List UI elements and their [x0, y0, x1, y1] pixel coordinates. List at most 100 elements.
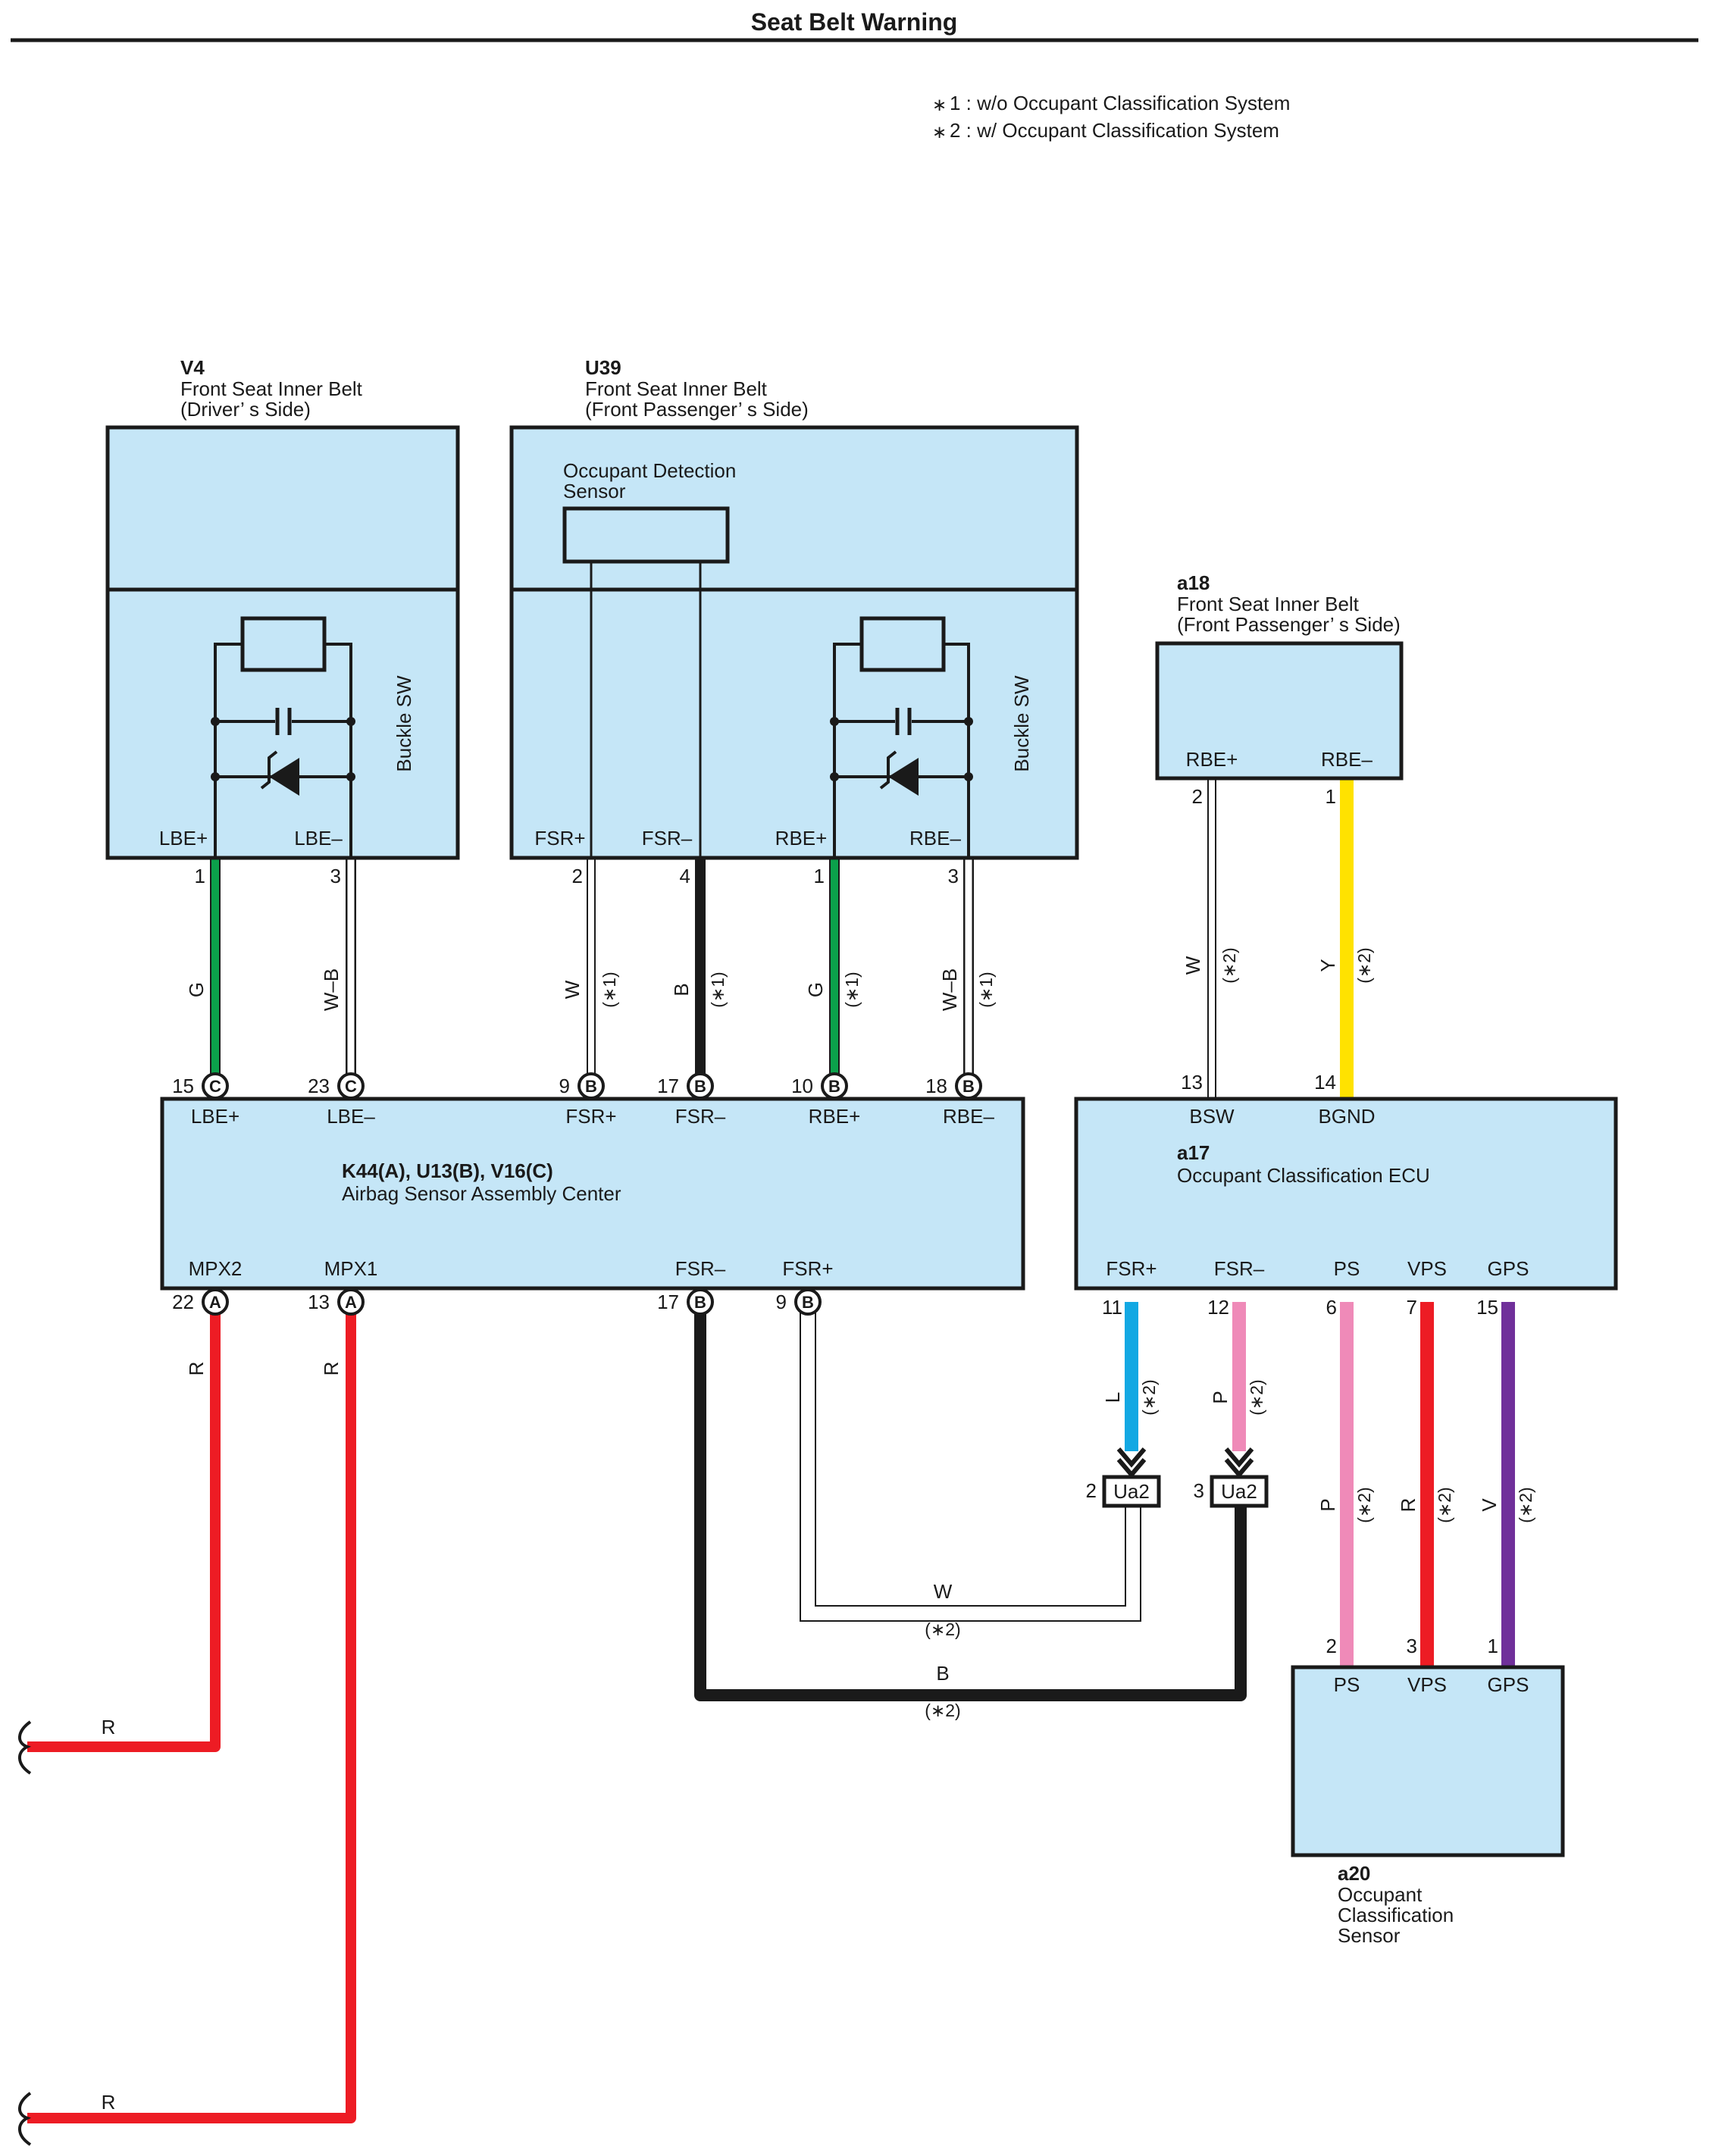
connector-pin-circle: [337, 1072, 365, 1100]
u39-id: U39: [585, 356, 621, 379]
wire-color-label: P: [1316, 1498, 1339, 1511]
u39-diode-bar: [879, 750, 897, 790]
note-asterisk-1: ∗: [932, 95, 947, 114]
wire-color-label: L: [1101, 1392, 1124, 1403]
component-pin-numbers: 1 3 2 4 1 3 2 1 13 14 11 12 6 7 15 2 3 1: [195, 785, 1498, 1657]
connector-pin-circle: [794, 1288, 822, 1316]
connector-letter: B: [802, 1293, 814, 1312]
note-2: 2 : w/ Occupant Classification System: [950, 119, 1279, 142]
a18-pin-label: RBE+: [1186, 748, 1238, 771]
airbag-top-pin-label: RBE+: [809, 1105, 861, 1128]
wire-color-label: Y: [1316, 959, 1339, 972]
u39-name-line2: (Front Passenger’ s Side): [585, 398, 809, 421]
a17-id: a17: [1177, 1141, 1210, 1164]
v4-node: [346, 772, 355, 781]
airbag-top-pin-label: RBE–: [943, 1105, 994, 1128]
connector-pin-circle: [202, 1288, 229, 1316]
wire-note: (∗2): [1435, 1487, 1454, 1522]
pin-number: 22: [172, 1291, 194, 1313]
pin-number: 4: [680, 865, 690, 887]
airbag-sensor-id: K44(A), U13(B), V16(C): [342, 1159, 553, 1182]
a17-top-pin-label: BSW: [1189, 1105, 1235, 1128]
wire-color-label: W–B: [938, 968, 961, 1011]
airbag-sensor-box: [160, 1097, 1025, 1291]
u39-buckle-sw-label: Buckle SW: [1010, 675, 1033, 772]
connector-letter: B: [694, 1293, 706, 1312]
pin-number: 2: [1086, 1479, 1097, 1502]
pin-number: 2: [572, 865, 583, 887]
airbag-top-pin-label: FSR–: [675, 1105, 726, 1128]
ua2-label: Ua2: [1113, 1480, 1150, 1503]
v4-buckle-switch-circuit: [211, 616, 355, 856]
pin-number: 3: [330, 865, 341, 887]
v4-diode-bar: [260, 750, 278, 790]
connector-letter: B: [828, 1077, 840, 1096]
u39-name-line1: Front Seat Inner Belt: [585, 377, 768, 400]
airbag-top-pin-label: FSR+: [565, 1105, 616, 1128]
wire-note: (∗2): [925, 1701, 960, 1720]
v4-id: V4: [180, 356, 205, 379]
pin-number: 2: [1326, 1635, 1337, 1657]
wire-note: (∗1): [599, 972, 619, 1007]
wire-note: (∗2): [1139, 1379, 1159, 1415]
connector-letter: C: [345, 1077, 357, 1096]
wire-airbag-fsr-plus-w: [801, 1302, 1140, 1620]
wire-color-label: R: [102, 1716, 116, 1738]
pin-number: 3: [948, 865, 959, 887]
wire-color-label: R: [185, 1362, 208, 1376]
airbag-top-connectors: 15 C 23 C 9 B 17 B 10 B 18 B: [172, 1072, 982, 1100]
v4-resistor: [240, 616, 327, 672]
u39-node: [964, 772, 973, 781]
wire-color-label: R: [102, 2091, 116, 2114]
ua2-chevron-icon: [1224, 1458, 1254, 1479]
a17-bottom-pin-label: VPS: [1407, 1257, 1447, 1280]
pin-number: 1: [814, 865, 825, 887]
a20-name-line1: Occupant: [1338, 1883, 1423, 1906]
a17-bottom-pin-label: FSR+: [1106, 1257, 1157, 1280]
component-airbag-sensor: LBE+ LBE– FSR+ FSR– RBE+ RBE– K44(A), U1…: [160, 1097, 1025, 1291]
a20-pin-label: GPS: [1488, 1673, 1529, 1696]
v4-diode-triangle: [269, 758, 299, 796]
u39-sensor-label-line2: Sensor: [563, 480, 626, 502]
pin-number: 13: [1181, 1071, 1203, 1094]
wire-color-label: W: [561, 980, 584, 999]
pin-number: 10: [791, 1075, 813, 1097]
a20-name-line3: Sensor: [1338, 1924, 1401, 1947]
wire-mpx1-red: [27, 1302, 356, 2123]
wire-outline-airbag-fsr-plus: [800, 1302, 1141, 1622]
pin-number: 11: [1102, 1296, 1122, 1319]
airbag-top-pin-label: LBE+: [191, 1105, 239, 1128]
a20-pin-label: PS: [1334, 1673, 1360, 1696]
a18-id: a18: [1177, 571, 1210, 594]
u39-pin-label: RBE+: [775, 827, 828, 850]
v4-node: [211, 772, 220, 781]
pin-number: 17: [657, 1291, 679, 1313]
ua2-chevron-icon: [1224, 1447, 1254, 1468]
pin-number: 2: [1192, 785, 1203, 808]
ua2-chevron-icon: [1116, 1458, 1147, 1479]
pin-number: 1: [1488, 1635, 1498, 1657]
pin-number: 9: [776, 1291, 787, 1313]
horizontal-wire-labels: W (∗2) B (∗2) R R: [102, 1580, 961, 2114]
wire-break-mark-mpx2: [18, 1720, 32, 1775]
pin-number: 1: [1326, 785, 1336, 808]
wire-color-label: B: [670, 983, 693, 996]
airbag-bottom-pin-label: MPX1: [324, 1257, 378, 1280]
pin-number: 3: [1194, 1479, 1204, 1502]
page-title: Seat Belt Warning: [751, 8, 958, 36]
pin-number: 13: [308, 1291, 330, 1313]
a17-bottom-pin-label: FSR–: [1214, 1257, 1265, 1280]
wire-color-label: W: [934, 1580, 953, 1603]
note-asterisk-2: ∗: [932, 122, 947, 142]
component-v4: V4 Front Seat Inner Belt (Driver’ s Side…: [105, 356, 460, 860]
wire-color-label: G: [185, 982, 208, 997]
v4-node: [211, 717, 220, 726]
pin-number: 12: [1207, 1296, 1229, 1319]
wire-color-labels: G W–B W (∗1) B (∗1) G (∗1) W–B (∗1) W (∗…: [185, 947, 1535, 1522]
wire-color-label: R: [320, 1362, 343, 1376]
v4-name-line2: (Driver’ s Side): [180, 398, 311, 421]
ua2-box-pin2: [1102, 1475, 1161, 1508]
a18-name-line2: (Front Passenger’ s Side): [1177, 613, 1401, 636]
airbag-bottom-pin-label: MPX2: [189, 1257, 243, 1280]
